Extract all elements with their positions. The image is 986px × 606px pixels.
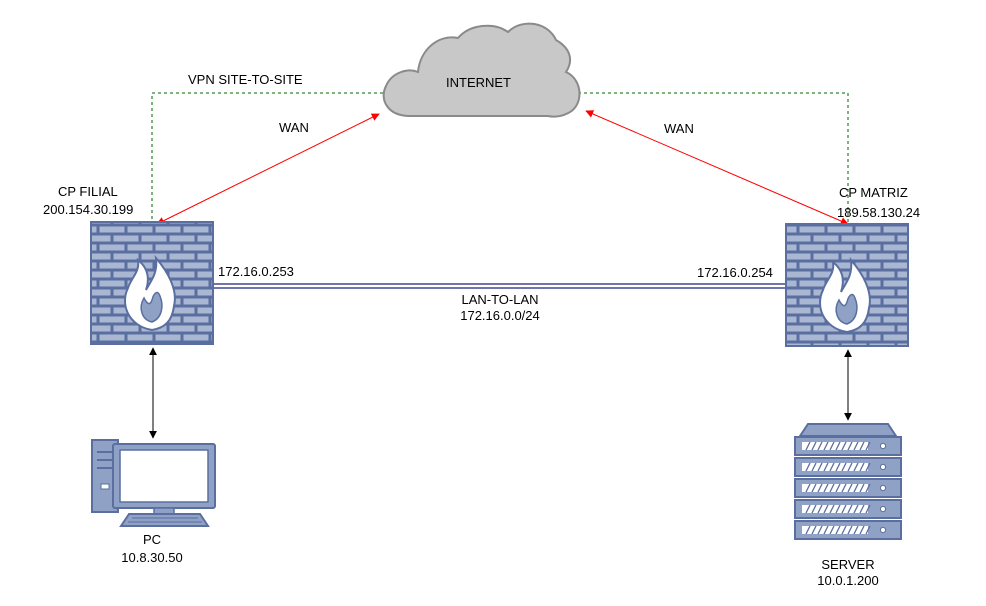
internet-label: INTERNET xyxy=(446,75,511,90)
filial-lan-ip: 172.16.0.253 xyxy=(218,264,294,279)
lan-name: LAN-TO-LAN xyxy=(461,292,538,307)
vpn-label: VPN SITE-TO-SITE xyxy=(188,72,303,87)
filial-ip: 200.154.30.199 xyxy=(43,202,133,217)
pc-ip: 10.8.30.50 xyxy=(121,550,182,565)
pc-name: PC xyxy=(143,532,161,547)
wan-link-filial xyxy=(156,113,380,225)
filial-name: CP FILIAL xyxy=(58,184,118,199)
internet-cloud-icon xyxy=(382,22,581,118)
filial-firewall-icon xyxy=(90,221,214,345)
wan-right-label: WAN xyxy=(664,121,694,136)
matriz-name: CP MATRIZ xyxy=(839,185,908,200)
wan-link-matriz xyxy=(585,110,849,225)
server-ip: 10.0.1.200 xyxy=(817,573,878,588)
lan-subnet: 172.16.0.0/24 xyxy=(460,308,540,323)
server-name: SERVER xyxy=(821,557,874,572)
pc-icon xyxy=(91,439,216,527)
matriz-ip: 189.58.130.24 xyxy=(837,205,920,220)
matriz-lan-ip: 172.16.0.254 xyxy=(697,265,773,280)
wan-left-label: WAN xyxy=(279,120,309,135)
matriz-firewall-icon xyxy=(785,223,909,347)
server-icon xyxy=(794,423,902,540)
